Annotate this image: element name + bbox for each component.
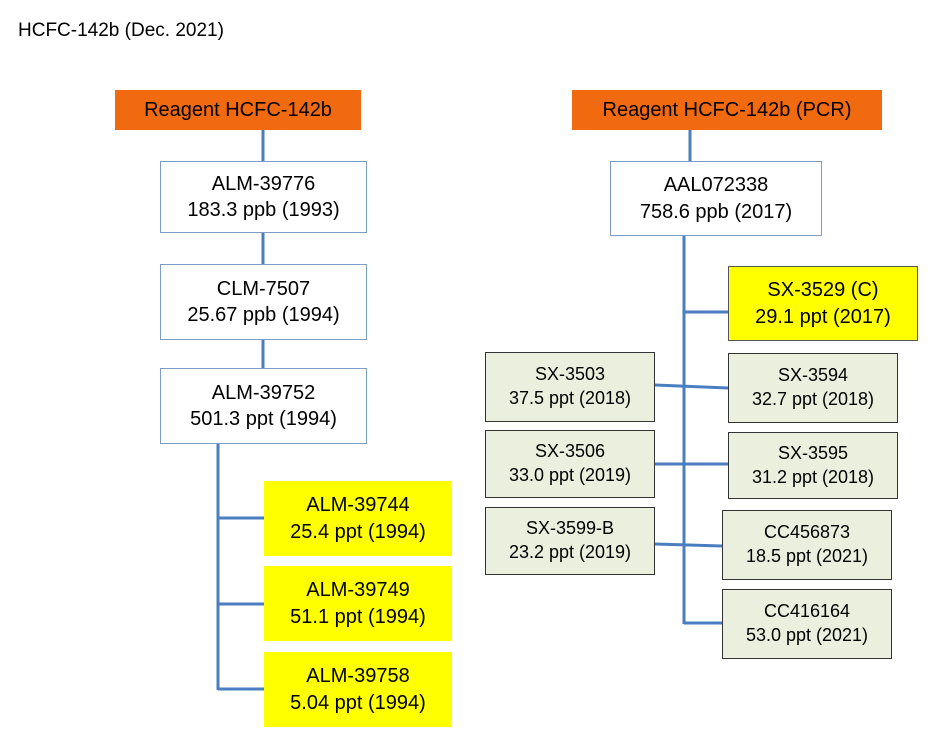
left-root-label: Reagent HCFC-142b	[144, 99, 332, 121]
node-id: SX-3595	[777, 442, 849, 463]
page-title: HCFC-142b (Dec. 2021)	[18, 20, 224, 41]
node-value: 25.67 ppb (1994)	[187, 304, 340, 326]
right-root-label: Reagent HCFC-142b (PCR)	[602, 99, 852, 121]
node-value: 53.0 ppt (2021)	[745, 625, 869, 645]
node-value: 25.4 ppt (1994)	[290, 520, 426, 543]
node-value: 29.1 ppt (2017)	[755, 305, 891, 328]
right-root-node: Reagent HCFC-142b (PCR)	[572, 90, 882, 130]
node-value: 33.0 ppt (2019)	[508, 465, 632, 485]
node-id: SX-3506	[534, 441, 606, 462]
node-id: CLM-7507	[216, 277, 311, 300]
node-value: 23.2 ppt (2019)	[508, 542, 632, 562]
node-value: 5.04 ppt (1994)	[290, 691, 426, 714]
node-sx-3599-b: SX-3599-B 23.2 ppt (2019)	[485, 507, 655, 575]
node-id: SX-3529 (C)	[767, 279, 879, 302]
node-sx-3529-c: SX-3529 (C) 29.1 ppt (2017)	[728, 266, 918, 341]
node-id: ALM-39776	[211, 172, 316, 195]
node-alm-39749: ALM-39749 51.1 ppt (1994)	[264, 566, 452, 641]
node-alm-39758: ALM-39758 5.04 ppt (1994)	[264, 652, 452, 727]
node-value: 758.6 ppb (2017)	[639, 200, 793, 223]
node-id: SX-3599-B	[525, 518, 615, 539]
node-value: 183.3 ppb (1993)	[187, 199, 340, 221]
node-cc416164: CC416164 53.0 ppt (2021)	[722, 589, 892, 659]
node-id: ALM-39752	[211, 381, 316, 404]
node-value: 32.7 ppt (2018)	[751, 389, 875, 409]
left-root-node: Reagent HCFC-142b	[115, 90, 361, 130]
node-value: 51.1 ppt (1994)	[290, 605, 426, 628]
node-cc456873: CC456873 18.5 ppt (2021)	[722, 510, 892, 580]
node-value: 31.2 ppt (2018)	[751, 466, 875, 487]
node-alm-39776: ALM-39776 183.3 ppb (1993)	[160, 161, 367, 233]
node-clm-7507: CLM-7507 25.67 ppb (1994)	[160, 264, 367, 340]
node-aal072338: AAL072338 758.6 ppb (2017)	[610, 161, 822, 236]
node-id: ALM-39749	[306, 579, 410, 602]
node-value: 37.5 ppt (2018)	[508, 388, 632, 408]
node-id: CC416164	[763, 601, 851, 622]
node-alm-39752: ALM-39752 501.3 ppt (1994)	[160, 368, 367, 444]
node-id: SX-3503	[534, 364, 606, 385]
node-id: AAL072338	[663, 174, 769, 197]
node-id: ALM-39758	[306, 665, 410, 688]
node-sx-3506: SX-3506 33.0 ppt (2019)	[485, 430, 655, 498]
node-sx-3595: SX-3595 31.2 ppt (2018)	[728, 432, 898, 499]
node-alm-39744: ALM-39744 25.4 ppt (1994)	[264, 481, 452, 556]
node-id: CC456873	[763, 522, 851, 543]
node-id: ALM-39744	[306, 494, 410, 517]
node-value: 501.3 ppt (1994)	[190, 408, 337, 430]
node-sx-3594: SX-3594 32.7 ppt (2018)	[728, 353, 898, 423]
node-sx-3503: SX-3503 37.5 ppt (2018)	[485, 352, 655, 422]
node-id: SX-3594	[777, 365, 849, 386]
node-value: 18.5 ppt (2021)	[745, 546, 869, 566]
